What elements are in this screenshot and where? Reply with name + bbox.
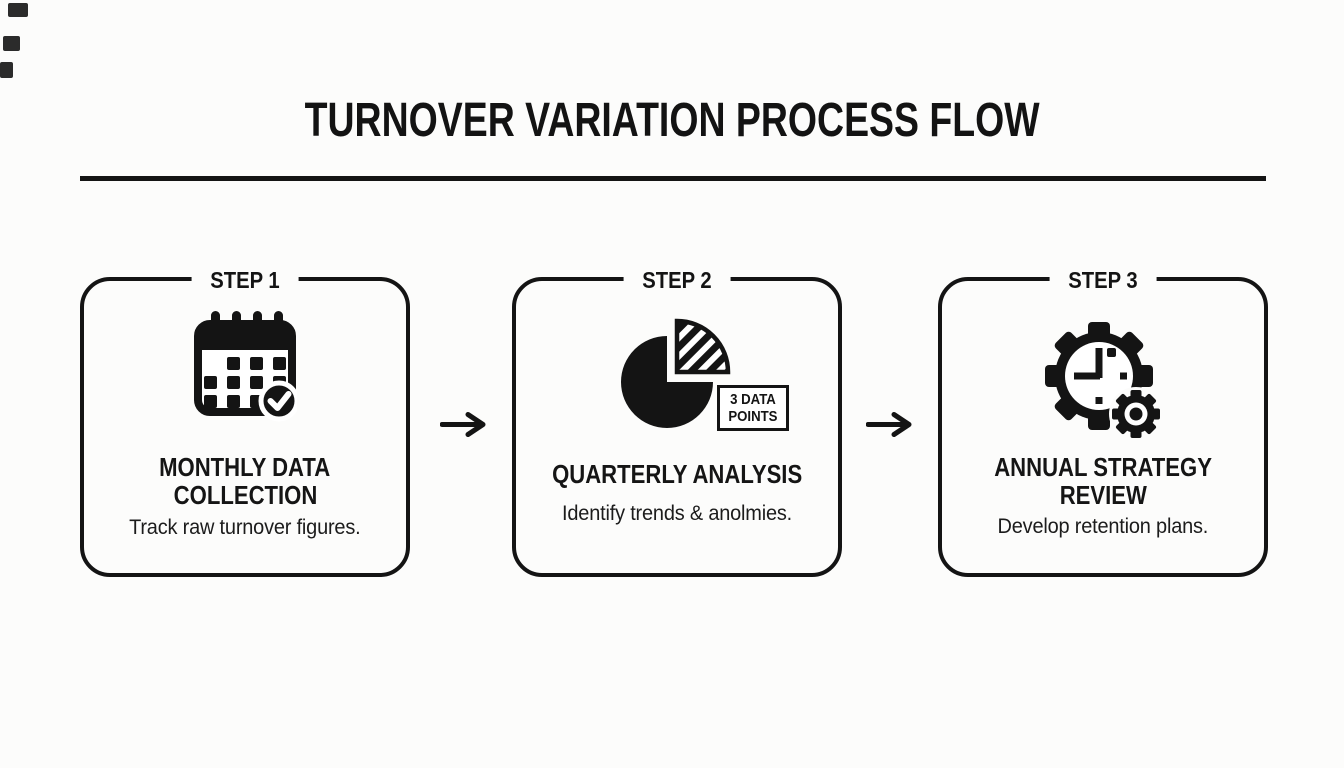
step-card-2: STEP 2 3 DATA POINTS QUARTERLY ANALYSIS xyxy=(512,265,842,577)
artifact-mark xyxy=(0,62,13,78)
step-card-1: STEP 1 xyxy=(80,265,410,577)
right-arrow-icon xyxy=(866,412,912,437)
artifact-mark xyxy=(8,3,28,17)
step3-subtitle: Develop retention plans. xyxy=(997,515,1209,538)
step2-title: QUARTERLY ANALYSIS xyxy=(551,459,803,489)
step1-icon-area xyxy=(84,281,406,573)
title-divider xyxy=(80,176,1266,181)
page-title: TURNOVER VARIATION PROCESS FLOW xyxy=(0,95,1344,147)
step1-subtitle: Track raw turnover figures. xyxy=(129,516,361,539)
pie-chart-icon xyxy=(621,318,731,428)
page-title-text: TURNOVER VARIATION PROCESS FLOW xyxy=(304,94,1040,147)
calendar-check-icon xyxy=(194,311,297,422)
clock-gear-icon xyxy=(1045,322,1163,441)
step-card-3: STEP 3 xyxy=(938,265,1268,577)
artifact-mark xyxy=(3,36,20,51)
data-points-badge: 3 DATA POINTS xyxy=(717,385,789,431)
step3-icon-area xyxy=(942,281,1264,573)
step3-title: ANNUAL STRATEGY REVIEW xyxy=(994,452,1212,510)
step2-subtitle: Identify trends & anolmies. xyxy=(562,502,792,525)
step-label-2: STEP 2 xyxy=(623,265,731,295)
step2-icon-area: 3 DATA POINTS xyxy=(516,281,838,573)
right-arrow-icon xyxy=(440,412,486,437)
step-label-3: STEP 3 xyxy=(1049,265,1157,295)
step-label-1: STEP 1 xyxy=(191,265,299,295)
step1-title: MONTHLY DATA COLLECTION xyxy=(159,452,331,510)
